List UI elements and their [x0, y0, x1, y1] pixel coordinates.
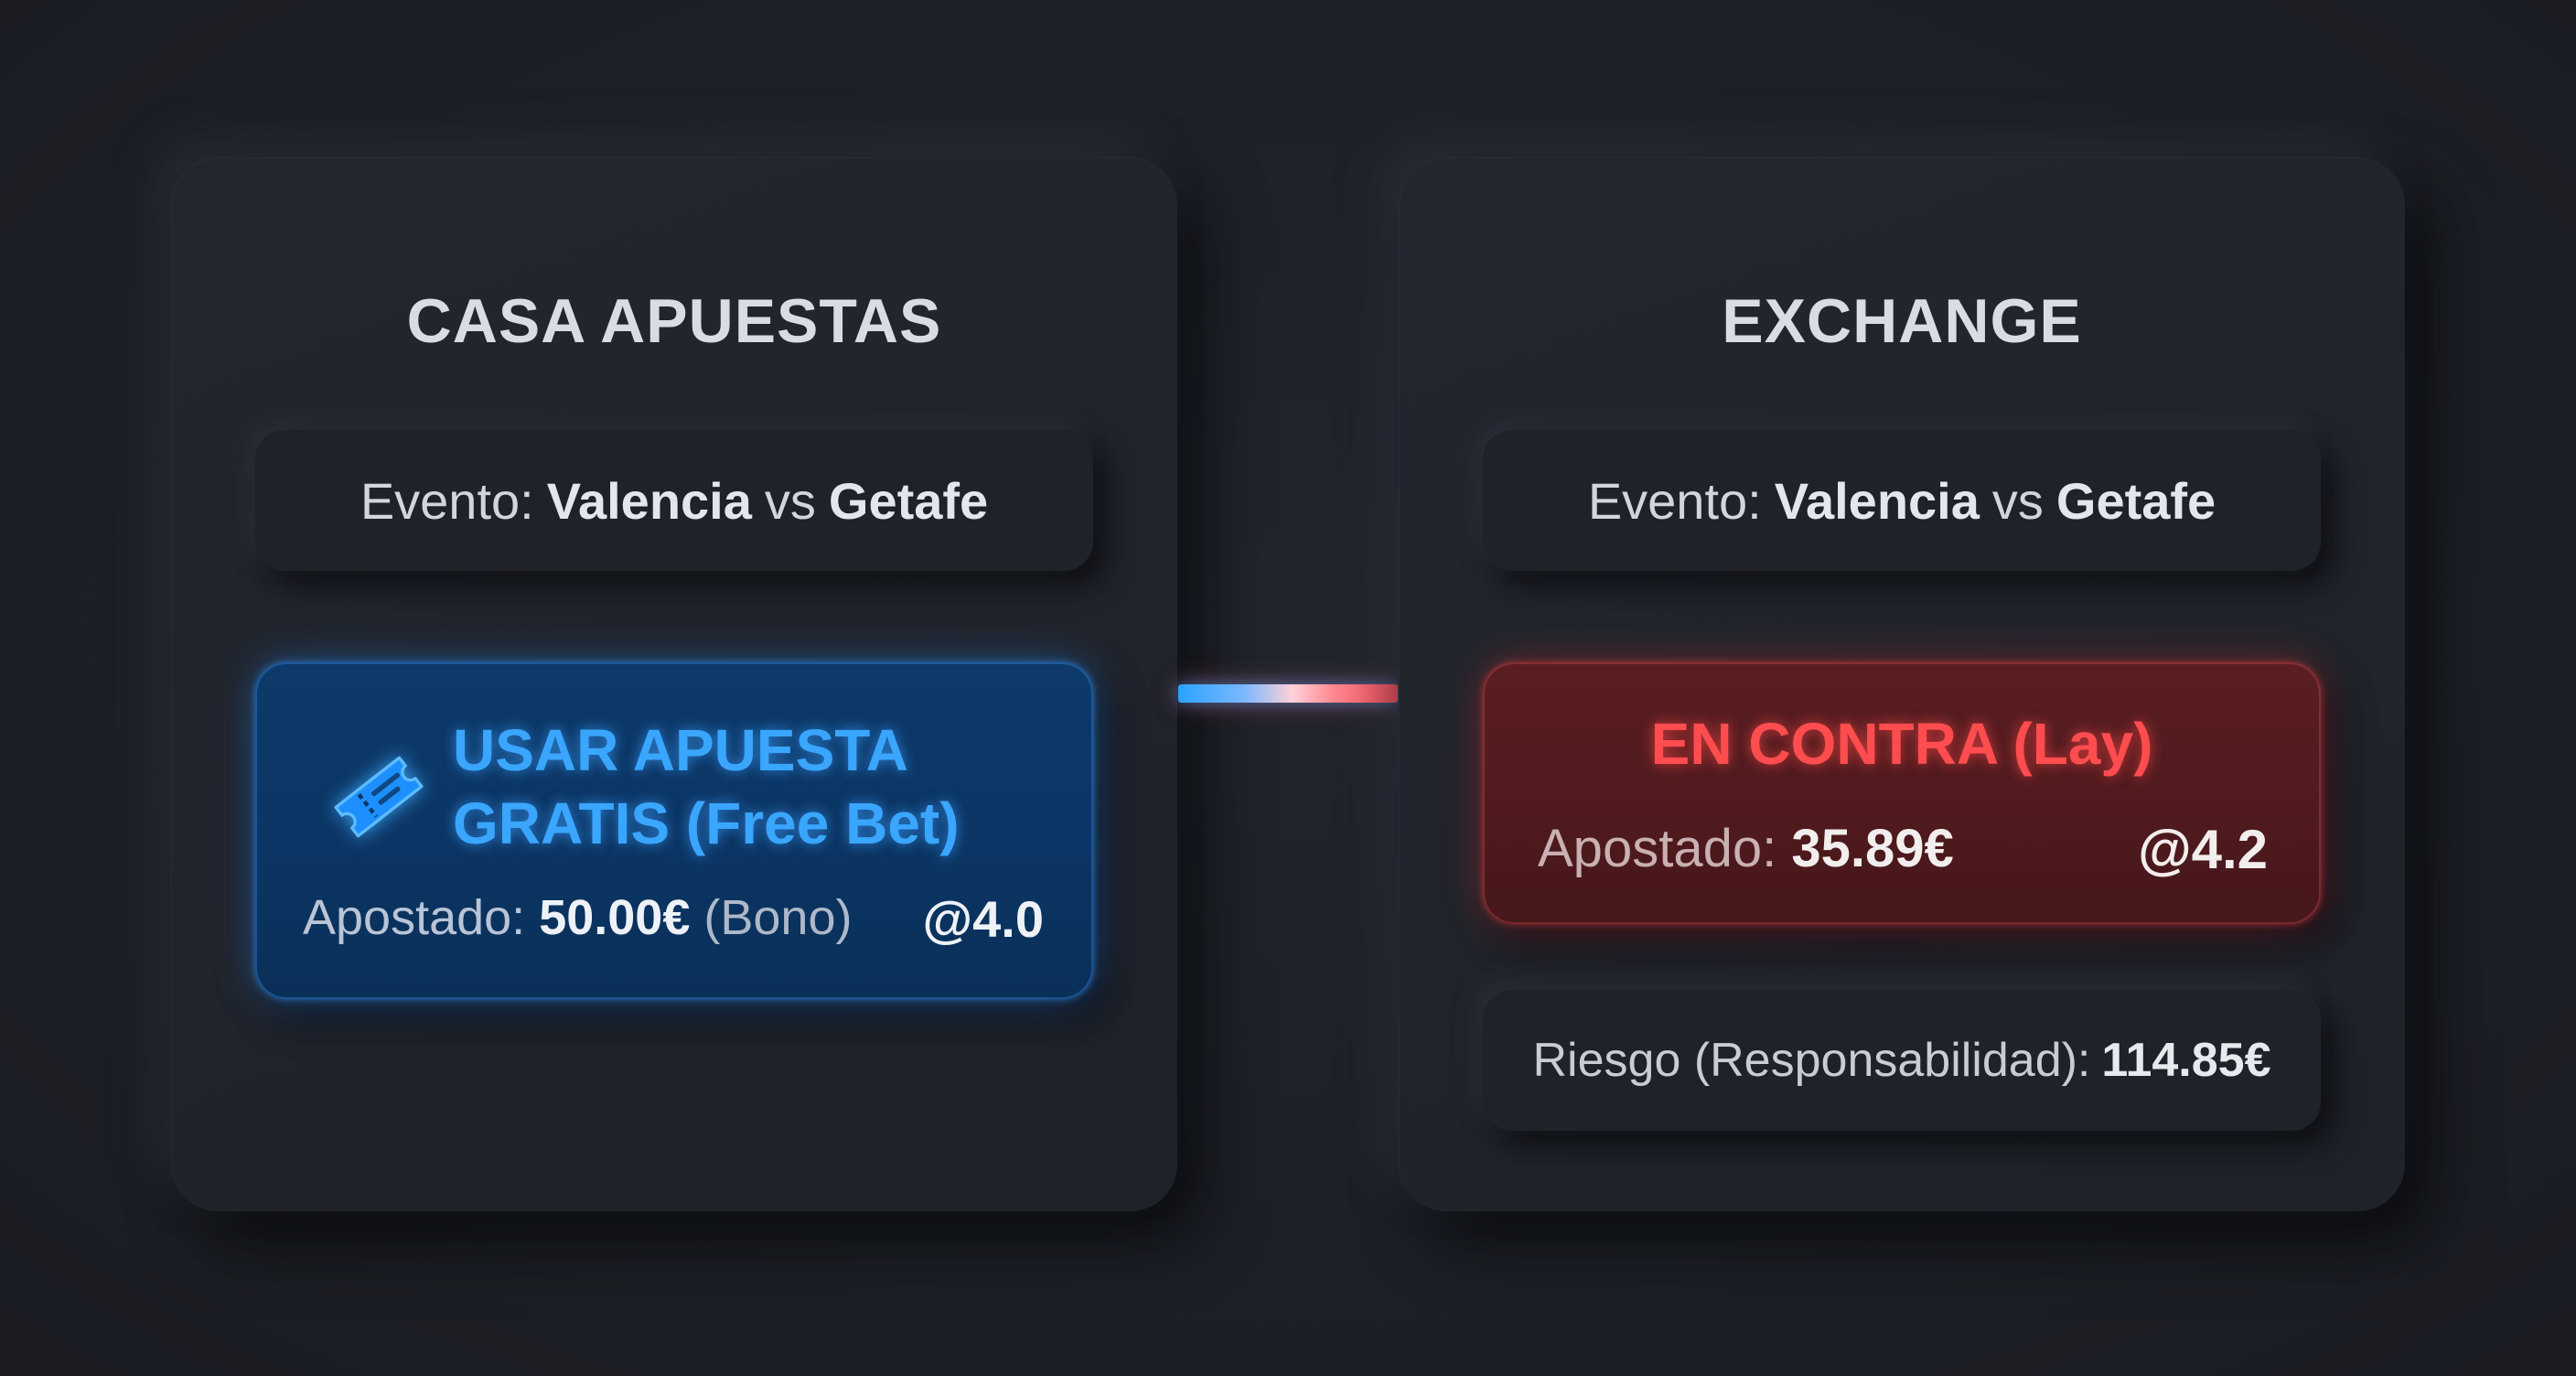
bookmaker-panel: CASA APUESTAS Evento: Valencia vs Getafe… — [171, 157, 1177, 1211]
stake-note: (Bono) — [703, 890, 853, 945]
event-home-team: Valencia — [1774, 471, 1980, 530]
link-connector — [1178, 684, 1398, 703]
liability-value: 114.85€ — [2101, 1034, 2271, 1087]
liability-label: Riesgo (Responsabilidad): — [1532, 1034, 2091, 1087]
stake-value: 35.89€ — [1791, 819, 1954, 878]
event-vs: vs — [764, 471, 816, 530]
bookmaker-event-box: Evento: Valencia vs Getafe — [255, 430, 1093, 571]
free-bet-odds: @4.0 — [922, 890, 1044, 948]
free-bet-stake: Apostado: 50.00€ (Bono) — [303, 889, 852, 946]
lay-bet-odds: @4.2 — [2138, 819, 2268, 880]
lay-bet-card[interactable]: EN CONTRA (Lay) Apostado: 35.89€ @4.2 — [1483, 662, 2321, 924]
exchange-title: EXCHANGE — [1722, 286, 2082, 356]
event-away-team: Getafe — [2055, 471, 2216, 530]
exchange-event-box: Evento: Valencia vs Getafe — [1483, 430, 2321, 571]
stake-value: 50.00€ — [539, 890, 691, 945]
stake-label: Apostado: — [303, 890, 526, 945]
free-bet-title-line2: GRATIS (Free Bet) — [453, 790, 960, 856]
event-vs: vs — [1991, 471, 2044, 530]
free-bet-title: USAR APUESTA GRATIS (Free Bet) — [453, 714, 960, 860]
event-away-team: Getafe — [828, 471, 989, 530]
event-prefix: Evento: — [360, 471, 534, 530]
stake-label: Apostado: — [1538, 819, 1777, 878]
lay-bet-stake: Apostado: 35.89€ — [1538, 818, 1954, 879]
event-home-team: Valencia — [546, 471, 752, 530]
event-prefix: Evento: — [1587, 471, 1762, 530]
ticket-icon — [334, 756, 424, 838]
free-bet-card[interactable]: USAR APUESTA GRATIS (Free Bet) Apostado:… — [255, 662, 1093, 999]
bookmaker-title: CASA APUESTAS — [406, 286, 942, 356]
free-bet-title-line1: USAR APUESTA — [453, 717, 908, 783]
lay-bet-title: EN CONTRA (Lay) — [1650, 711, 2153, 777]
liability-box: Riesgo (Responsabilidad): 114.85€ — [1483, 990, 2321, 1131]
exchange-panel: EXCHANGE Evento: Valencia vs Getafe EN C… — [1399, 157, 2405, 1211]
